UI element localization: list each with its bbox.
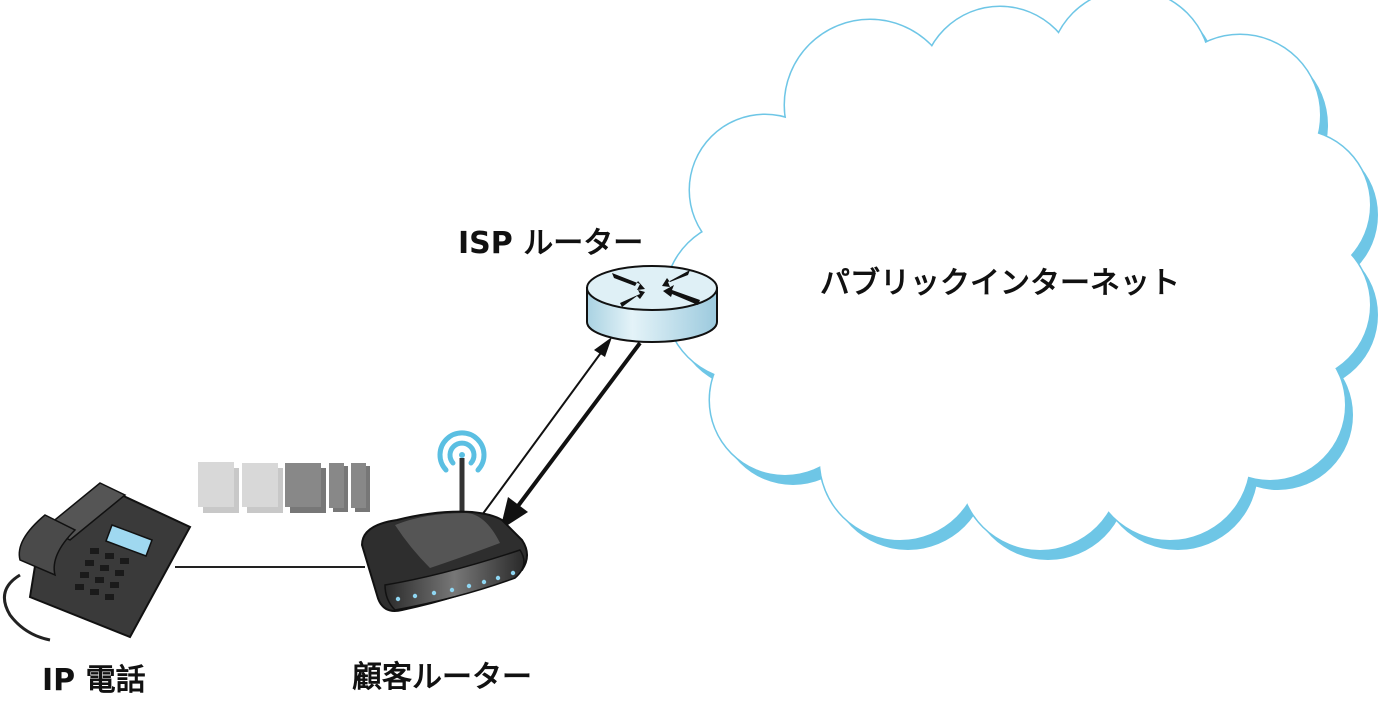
ip-phone-icon (2, 482, 192, 642)
isp-router-label: ISP ルーター (458, 226, 644, 261)
public-internet-label: パブリックインターネット (820, 266, 1180, 301)
isp-router-icon (586, 265, 718, 343)
wifi-signal-icon (437, 430, 487, 473)
ip-phone-label: IP 電話 (42, 663, 146, 698)
packet-stream (198, 462, 370, 513)
customer-router-icon (360, 510, 528, 612)
upstream-arrow (481, 337, 612, 516)
customer-router-label: 顧客ルーター (352, 660, 532, 695)
downstream-arrow (500, 341, 642, 530)
